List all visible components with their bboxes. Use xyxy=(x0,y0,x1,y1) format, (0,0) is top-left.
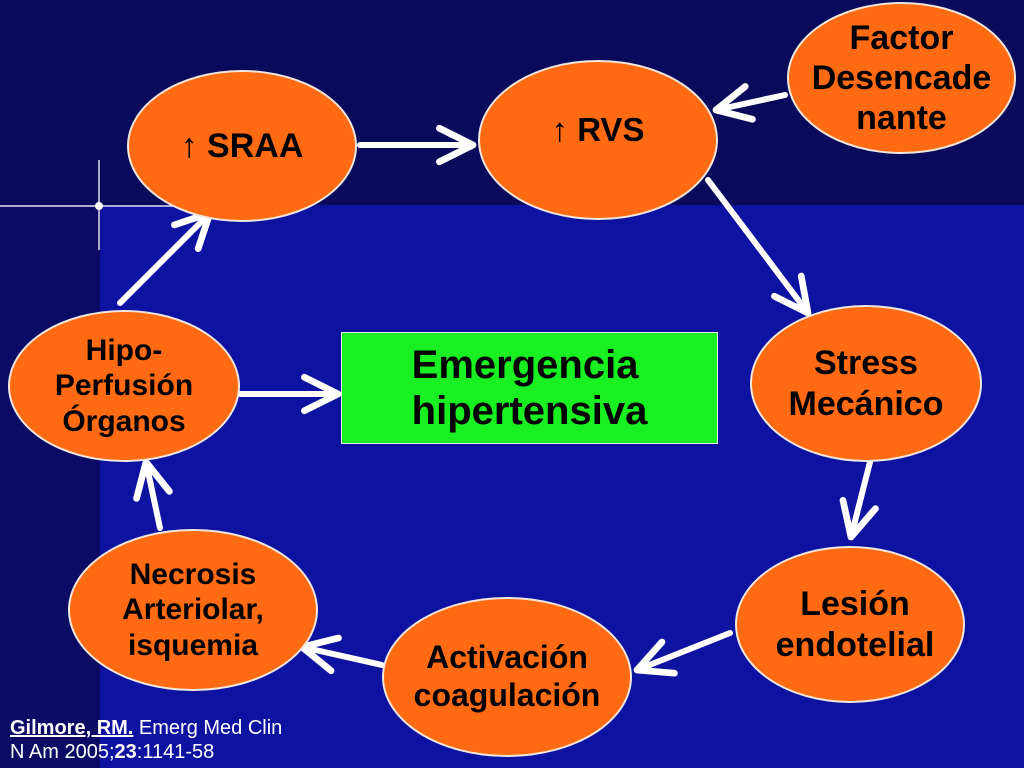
node-necrosis-label: Necrosis Arteriolar, isquemia xyxy=(122,557,264,662)
arrow-necrosis-to-hipo xyxy=(133,458,173,531)
node-activacion-label: Activación coagulación xyxy=(413,639,601,713)
node-stress-label: Stress Mecánico xyxy=(788,344,944,423)
citation-line2-prefix: N Am 2005; xyxy=(10,741,115,764)
center-box-emergencia: Emergencia hipertensiva xyxy=(341,332,718,444)
citation-pages: :1141-58 xyxy=(136,741,215,764)
node-rvs: ↑ RVS xyxy=(478,60,718,220)
arrow-factor-to-rvs xyxy=(712,83,788,123)
node-factor-label: Factor Desencade nante xyxy=(811,18,992,138)
center-box-label: Emergencia hipertensiva xyxy=(411,343,648,433)
arrow-hipo-to-sraa xyxy=(117,209,214,306)
node-hipoperfusion-organos: Hipo- Perfusión Órganos xyxy=(8,310,240,462)
node-stress-mecanico: Stress Mecánico xyxy=(750,305,982,462)
node-rvs-label: ↑ RVS xyxy=(551,110,645,148)
citation-author: Gilmore, RM. xyxy=(10,717,134,739)
node-lesion-endotelial: Lesión endotelial xyxy=(735,546,965,703)
node-sraa: ↑ SRAA xyxy=(127,70,357,222)
citation-volume: 23 xyxy=(114,741,137,764)
node-necrosis-arteriolar: Necrosis Arteriolar, isquemia xyxy=(68,529,318,691)
arrow-activacion-to-necrosis xyxy=(298,634,385,675)
citation-journal: Emerg Med Clin xyxy=(133,717,283,739)
citation: Gilmore, RM. Emerg Med Clin N Am 2005;23… xyxy=(10,716,380,765)
node-activacion-coagulacion: Activación coagulación xyxy=(382,597,632,757)
node-sraa-label: ↑ SRAA xyxy=(180,126,304,165)
arrow-rvs-to-stress xyxy=(705,177,812,317)
arrow-stress-to-lesion xyxy=(839,459,879,541)
background-left-band xyxy=(0,205,100,768)
node-factor-desencadenante: Factor Desencade nante xyxy=(787,2,1016,154)
node-lesion-label: Lesión endotelial xyxy=(775,585,935,664)
arrow-lesion-to-activacion xyxy=(633,630,733,677)
node-hipo-label: Hipo- Perfusión Órganos xyxy=(54,333,194,438)
